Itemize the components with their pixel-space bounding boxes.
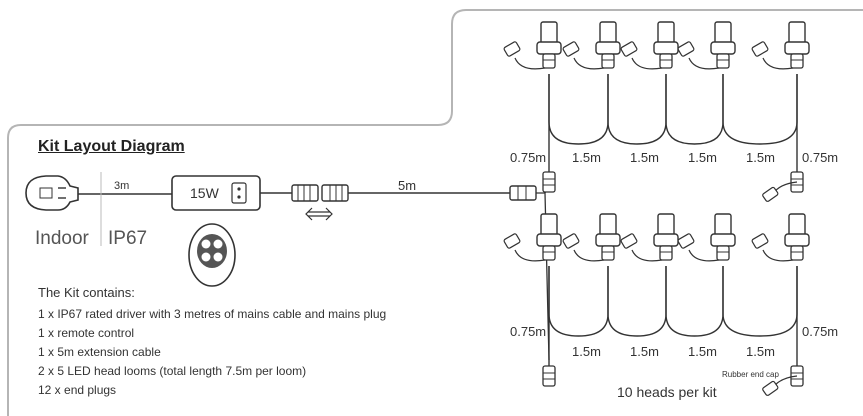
led-loom-bottom (503, 213, 810, 396)
led-head-icon (595, 213, 621, 261)
led-loom-top (503, 21, 810, 202)
location-label: Indoor (35, 228, 89, 249)
end-plug-icon (620, 41, 663, 70)
loom-top-spacing: 1.5m (572, 150, 601, 165)
led-head-icon (784, 21, 810, 69)
end-plug-icon (751, 233, 794, 262)
loom-bottom-spacing: 1.5m (746, 344, 775, 359)
end-cap-label: Rubber end cap (722, 370, 779, 379)
loom-connector-icon (542, 171, 556, 193)
led-head-icon (653, 213, 679, 261)
end-plug-icon (562, 41, 605, 70)
loom-top-spacing: 1.5m (746, 150, 775, 165)
mains-plug-icon (25, 175, 79, 211)
end-plug-icon (503, 233, 546, 262)
led-head-icon (536, 21, 562, 69)
loom-bottom-spacing: 1.5m (572, 344, 601, 359)
end-plug-icon (503, 41, 546, 70)
loom-bottom-end-left: 0.75m (510, 324, 547, 339)
kit-contents-item: 1 x IP67 rated driver with 3 metres of m… (38, 307, 387, 321)
kit-contents-heading: The Kit contains: (38, 285, 135, 300)
end-plug-icon (562, 233, 605, 262)
end-plug-icon (677, 233, 720, 262)
loom-top-spacing: 1.5m (630, 150, 659, 165)
splitter-connector-icon (509, 185, 537, 201)
kit-contents-item: 1 x remote control (38, 326, 135, 340)
loom-top-end-left: 0.75m (510, 150, 547, 165)
loom-cable (665, 266, 724, 337)
loom-cable (548, 74, 609, 145)
kit-contents-item: 12 x end plugs (38, 383, 117, 397)
loom-cable (722, 74, 798, 145)
page-title: Kit Layout Diagram (38, 138, 185, 155)
diagram-frame (7, 9, 863, 416)
rating-label: IP67 (108, 228, 148, 249)
kit-contents-item: 2 x 5 LED head looms (total length 7.5m … (38, 364, 307, 378)
loom-cable (607, 74, 667, 145)
led-head-icon (536, 213, 562, 261)
loom-cable (665, 74, 724, 145)
loom-bottom-end-right: 0.75m (802, 324, 839, 339)
extension-length: 5m (398, 178, 417, 193)
led-head-icon (710, 213, 736, 261)
loom-bottom-spacing: 1.5m (630, 344, 659, 359)
remote-control-icon (188, 223, 236, 287)
end-plug-icon (677, 41, 720, 70)
driver-label: 15W (190, 185, 219, 201)
heads-per-kit-caption: 10 heads per kit (617, 384, 717, 400)
connector-pair-icon (291, 184, 349, 202)
led-head-icon (784, 213, 810, 261)
plug-cable-length: 3m (114, 180, 130, 192)
loom-cable (722, 266, 798, 337)
loom-top-spacing: 1.5m (688, 150, 717, 165)
end-plug-icon (620, 233, 663, 262)
double-arrow-icon (305, 207, 333, 221)
led-head-icon (595, 21, 621, 69)
end-plug-icon (751, 41, 794, 70)
loom-cable (607, 266, 667, 337)
rubber-end-cap-icon (762, 181, 798, 202)
loom-top-end-right: 0.75m (802, 150, 839, 165)
rubber-end-cap-icon (762, 375, 798, 396)
led-head-icon (710, 21, 736, 69)
kit-contents-item: 1 x 5m extension cable (38, 345, 161, 359)
led-head-icon (653, 21, 679, 69)
loom-connector-icon (542, 365, 556, 387)
loom-cable (548, 266, 609, 337)
loom-bottom-spacing: 1.5m (688, 344, 717, 359)
